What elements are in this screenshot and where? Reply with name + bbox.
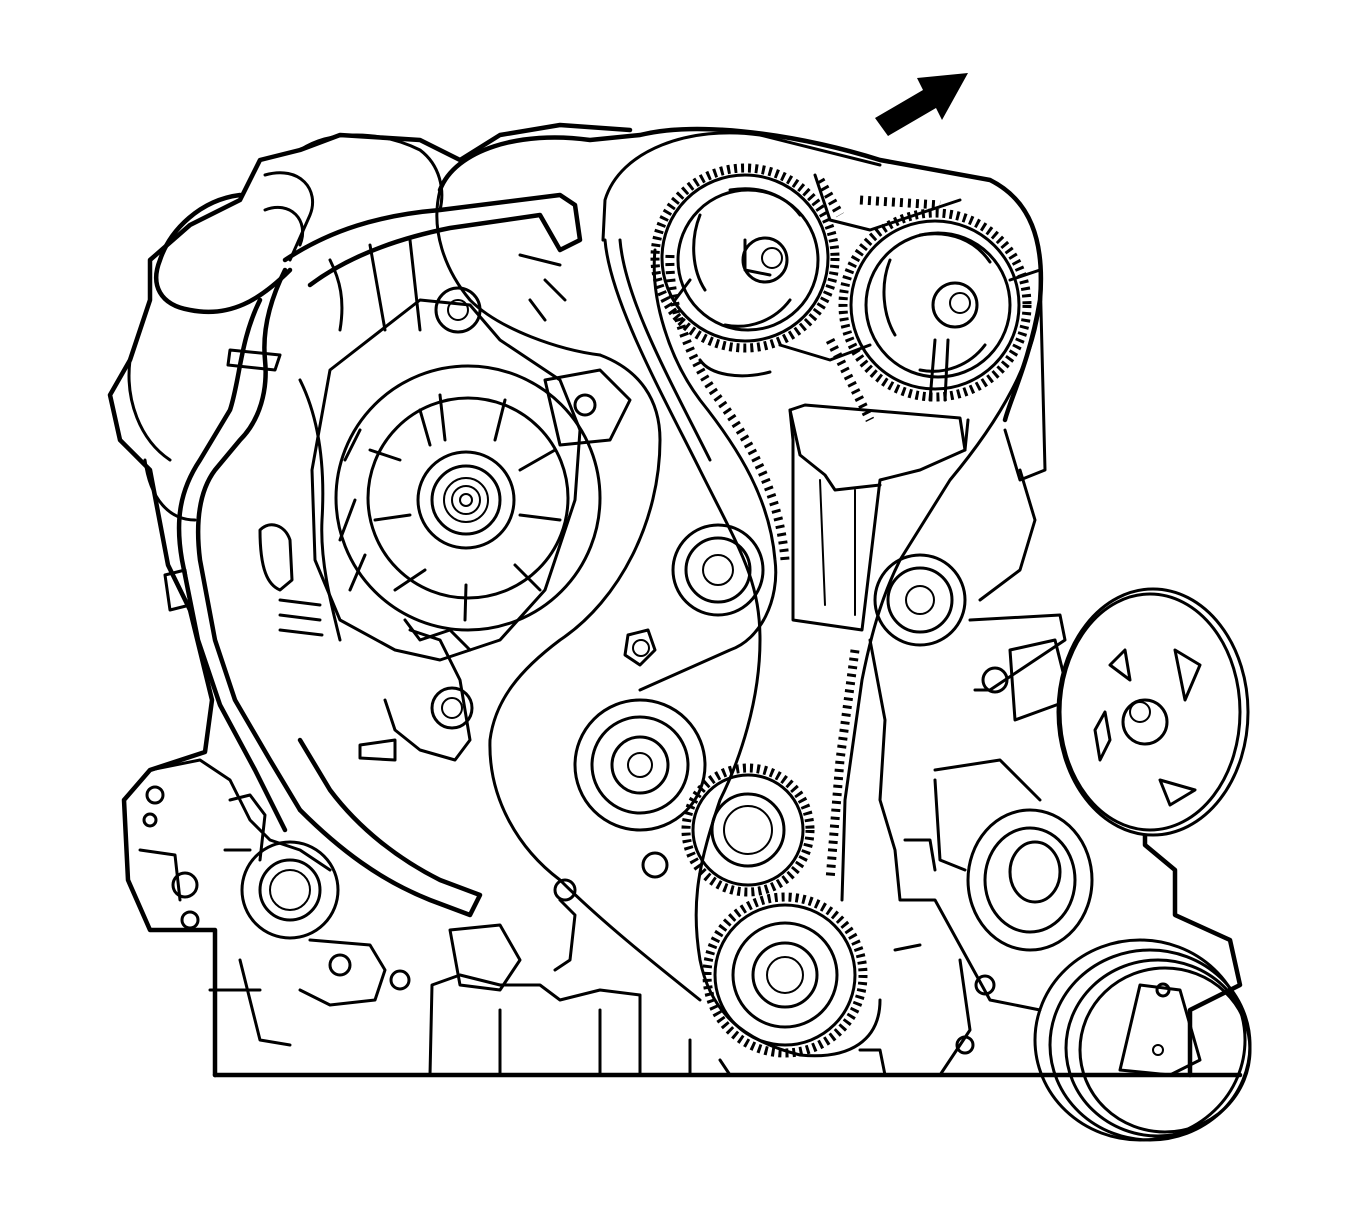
water-pump-sprocket <box>681 763 815 897</box>
alternator <box>310 286 602 762</box>
tensioner-pulley <box>573 698 707 832</box>
alternator-fan-vents <box>368 393 562 622</box>
arrow-up-right-icon <box>875 73 968 136</box>
cover-bolts <box>543 368 669 902</box>
idler-pulley-right <box>873 553 967 647</box>
power-steering-pump <box>968 268 1072 722</box>
upper-hose <box>282 133 583 332</box>
camshaft-sprocket-right <box>838 208 1032 402</box>
idler-pulley-upper-left <box>671 523 765 617</box>
right-lower-housing <box>688 638 1171 1077</box>
camshaft-sprocket-left <box>650 163 840 353</box>
timing-belt <box>638 173 1042 902</box>
crankshaft-pulley <box>1033 938 1252 1142</box>
crankshaft-sprocket <box>702 892 868 1058</box>
right-idler-pulley <box>933 758 1094 952</box>
power-steering-pulley <box>1056 587 1250 837</box>
belt-tensioner <box>788 403 970 632</box>
transmission-housing <box>138 758 577 1047</box>
coolant-hose <box>127 171 483 918</box>
